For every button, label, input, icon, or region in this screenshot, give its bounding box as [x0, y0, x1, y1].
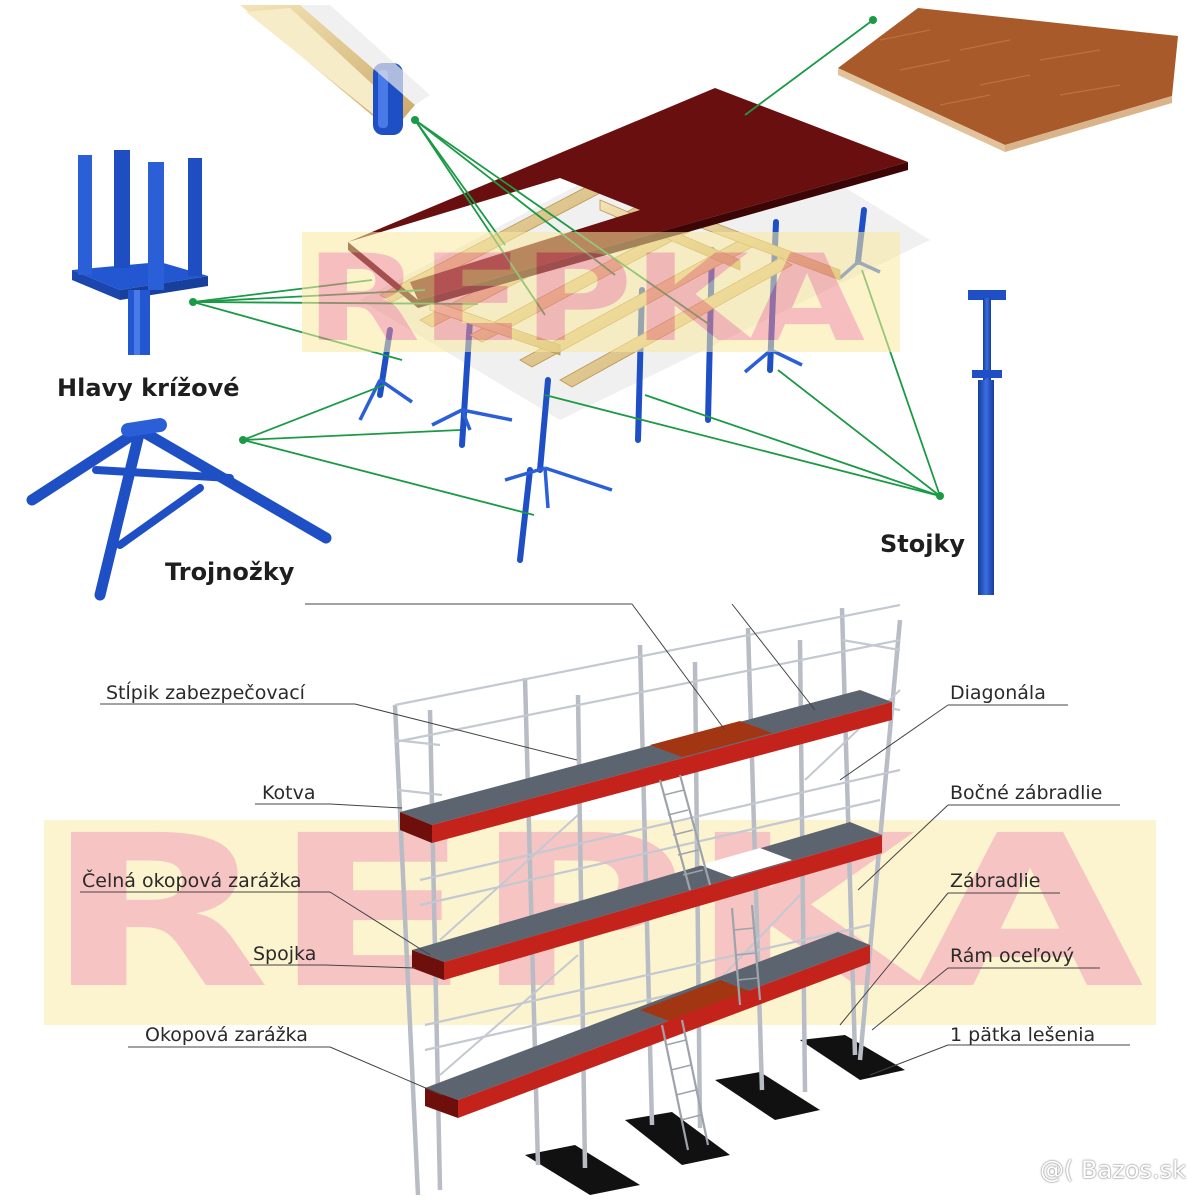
label-toeboard: Okopová zarážka	[145, 1024, 308, 1046]
bazos-watermark: @( Bazos.sk	[1040, 1156, 1186, 1184]
label-steel-frame: Rám oceľový	[950, 945, 1074, 967]
plywood-sheet	[838, 8, 1178, 152]
scaffold-leader-lines	[80, 603, 1130, 1096]
label-props: Stojky	[880, 530, 965, 558]
label-coupler: Spojka	[253, 943, 316, 965]
top-section: Hlavy krížové Trojnožky Stojky	[0, 0, 1200, 601]
leader-dots	[189, 16, 944, 500]
base-plates	[525, 1035, 905, 1195]
scaffold-section: REPKA	[44, 603, 1156, 1196]
label-diagonal: Diagonála	[950, 682, 1046, 704]
tripod-part	[26, 418, 332, 601]
label-cross-heads: Hlavy krížové	[57, 374, 240, 402]
watermark-logo-top: REPKA	[302, 230, 900, 369]
bazos-watermark-text: Bazos.sk	[1081, 1156, 1186, 1184]
cross-head-part	[72, 150, 208, 355]
ladders	[658, 774, 762, 1151]
label-safety-post: Stĺpik zabezpečovací	[106, 681, 306, 704]
wooden-beam-closeup	[240, 5, 430, 135]
label-railing: Zábradlie	[950, 870, 1040, 892]
platform-level-2	[412, 822, 882, 980]
svg-text:REPKA: REPKA	[305, 230, 865, 369]
label-tripods: Trojnožky	[165, 558, 295, 586]
at-icon: @(	[1039, 1156, 1074, 1184]
platform-level-3	[400, 690, 892, 843]
label-base-plate: 1 pätka lešenia	[950, 1024, 1095, 1046]
label-front-toeboard: Čelná okopová zarážka	[82, 868, 302, 892]
prop-part	[968, 290, 1006, 595]
label-side-railing: Bočné zábradlie	[950, 782, 1102, 804]
label-anchor: Kotva	[262, 782, 315, 804]
